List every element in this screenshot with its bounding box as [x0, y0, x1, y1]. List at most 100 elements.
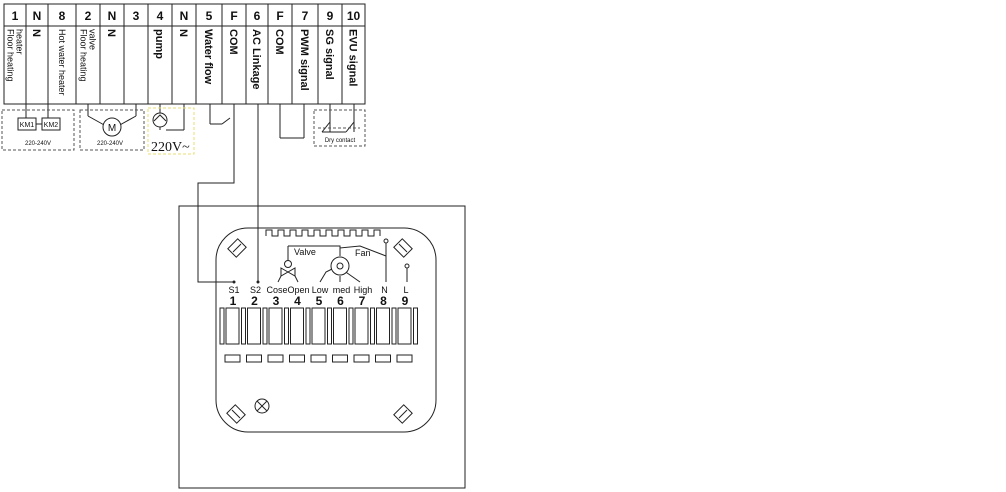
thermostat-terminal-number: 8 [380, 294, 387, 308]
pump-box [147, 107, 195, 155]
dry-contact-group: Dry contact [313, 109, 366, 147]
thermostat-terminal-label: L [403, 285, 408, 295]
terminal-separator [391, 307, 397, 345]
thermostat-terminal-label: S2 [250, 285, 261, 295]
thermostat-terminal-label: Open [287, 285, 309, 295]
s2-junction-icon [256, 280, 260, 284]
terminal-number: 2 [85, 9, 92, 23]
km1-label: KM1 [20, 122, 35, 129]
terminal-number: N [180, 9, 189, 23]
terminal-number: F [276, 9, 283, 23]
terminal-number: 3 [133, 9, 140, 23]
terminal-separator [219, 307, 225, 345]
pump-voltage-label: 220V~ [151, 140, 190, 155]
motor-icon [102, 117, 122, 137]
terminal-release-slot [396, 354, 413, 363]
valve-motor-group: M 220-240V [79, 109, 145, 151]
thermostat-terminal-number: 3 [273, 294, 280, 308]
thermostat: Valve Fan S11S22Cose3Open4Low5med6High7N… [178, 205, 466, 489]
l-junction-icon [404, 263, 410, 269]
mounting-slot-bottom-left [226, 404, 246, 424]
thermostat-top-comb [265, 229, 381, 237]
terminal-screw-slot [311, 307, 326, 345]
terminal-number: 9 [327, 9, 334, 23]
terminal-label: EVU signal [347, 29, 359, 86]
terminal-strip-frame [3, 3, 366, 105]
terminal-release-slot [289, 354, 305, 363]
terminal-label: N [30, 29, 42, 37]
thermostat-terminal-label: med [333, 285, 351, 295]
terminal-number: N [108, 9, 117, 23]
valve-voltage-label: 220-240V [97, 141, 123, 147]
pump-arrow-icon [153, 114, 167, 122]
terminal-release-slot [375, 354, 391, 363]
thermostat-terminal-number: 7 [359, 294, 366, 308]
terminal-separator [413, 307, 418, 345]
terminal-number: 5 [206, 9, 213, 23]
km2-coil [41, 117, 61, 131]
terminal-label: COM [273, 29, 285, 55]
terminal-label: valve [88, 29, 98, 50]
thermostat-terminal-number: 6 [337, 294, 344, 308]
terminal-label: Water flow [202, 29, 214, 85]
thermostat-terminal-label: S1 [228, 285, 239, 295]
terminal-number: N [33, 9, 42, 23]
dry-contact-box [313, 109, 366, 147]
thermostat-link-wires [197, 104, 259, 283]
heater-voltage-label: 220-240V [25, 141, 51, 147]
terminal-release-slot [353, 354, 370, 363]
terminal-screw-slot [247, 307, 261, 345]
km2-label: KM2 [44, 122, 59, 129]
terminal-label: COM [227, 29, 239, 55]
terminal-release-slot [267, 354, 284, 363]
terminal-screw-slot [354, 307, 369, 345]
terminal-number: F [230, 9, 237, 23]
heater-contactor-group: KM1 KM2 220-240V [1, 109, 75, 151]
terminal-release-slot [332, 354, 348, 363]
terminal-label: PWM signal [298, 29, 310, 91]
terminal-label: heater [15, 29, 25, 55]
thermostat-outer-frame [178, 205, 466, 489]
terminal-separator [241, 307, 246, 345]
sg-contact-icon [321, 121, 331, 133]
terminal-release-slot [224, 354, 241, 363]
terminal-number: 8 [59, 9, 66, 23]
terminal-number: 4 [157, 9, 164, 23]
valve-label: Valve [294, 247, 316, 257]
thermostat-terminal-number: 2 [251, 294, 258, 308]
terminal-number: 6 [254, 9, 261, 23]
terminal-screw-slot [333, 307, 347, 345]
terminal-separator [284, 307, 289, 345]
pump-group: 220V~ [147, 107, 195, 155]
n-junction-icon [383, 238, 389, 244]
strip-drop-wires [25, 104, 355, 139]
terminal-label: Hot water heater [57, 29, 67, 96]
terminal-release-slot [246, 354, 262, 363]
terminal-screw-slot [376, 307, 390, 345]
valve-motor-box [79, 109, 145, 151]
valve-icon [277, 260, 299, 283]
thermostat-terminal-label: High [354, 285, 373, 295]
terminal-number: 1 [12, 9, 19, 23]
dry-contact-label: Dry contact [325, 138, 356, 144]
thermostat-terminal-number: 5 [316, 294, 323, 308]
terminal-number: 7 [302, 9, 309, 23]
terminal-label: N [105, 29, 117, 37]
fan-icon [330, 256, 350, 276]
mounting-slot-bottom-right [393, 404, 413, 424]
terminal-separator [370, 307, 375, 345]
fan-label: Fan [355, 248, 371, 258]
thermostat-base-plate [215, 227, 437, 433]
terminal-separator [327, 307, 332, 345]
terminal-label: Floor heating [79, 29, 89, 82]
s1-junction-icon [232, 280, 236, 284]
terminal-separator [262, 307, 268, 345]
thermostat-terminal-label: Cose [266, 285, 287, 295]
terminal-label: SG signal [323, 29, 335, 80]
terminal-label: AC Linkage [250, 29, 262, 90]
thermostat-terminal-number: 4 [294, 294, 301, 308]
evu-contact-icon [345, 121, 355, 133]
